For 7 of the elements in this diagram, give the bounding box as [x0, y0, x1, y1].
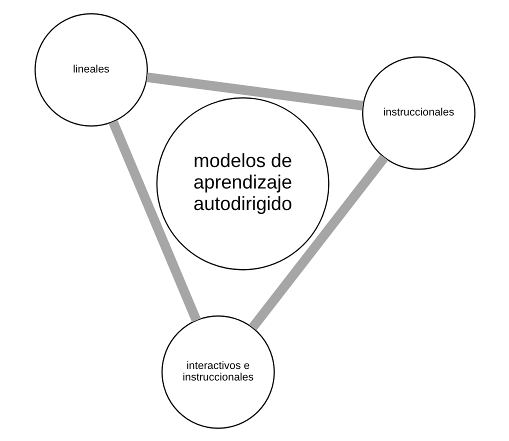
- node-circle: interactivos e instruccionales: [160, 314, 274, 428]
- connector: [146, 72, 363, 110]
- connector: [108, 120, 200, 322]
- connector: [248, 154, 388, 330]
- node-circle: lineales: [34, 12, 148, 126]
- node-circle: instruccionales: [362, 56, 475, 170]
- node-circle: modelos de aprendizaje autodirigido: [156, 96, 329, 270]
